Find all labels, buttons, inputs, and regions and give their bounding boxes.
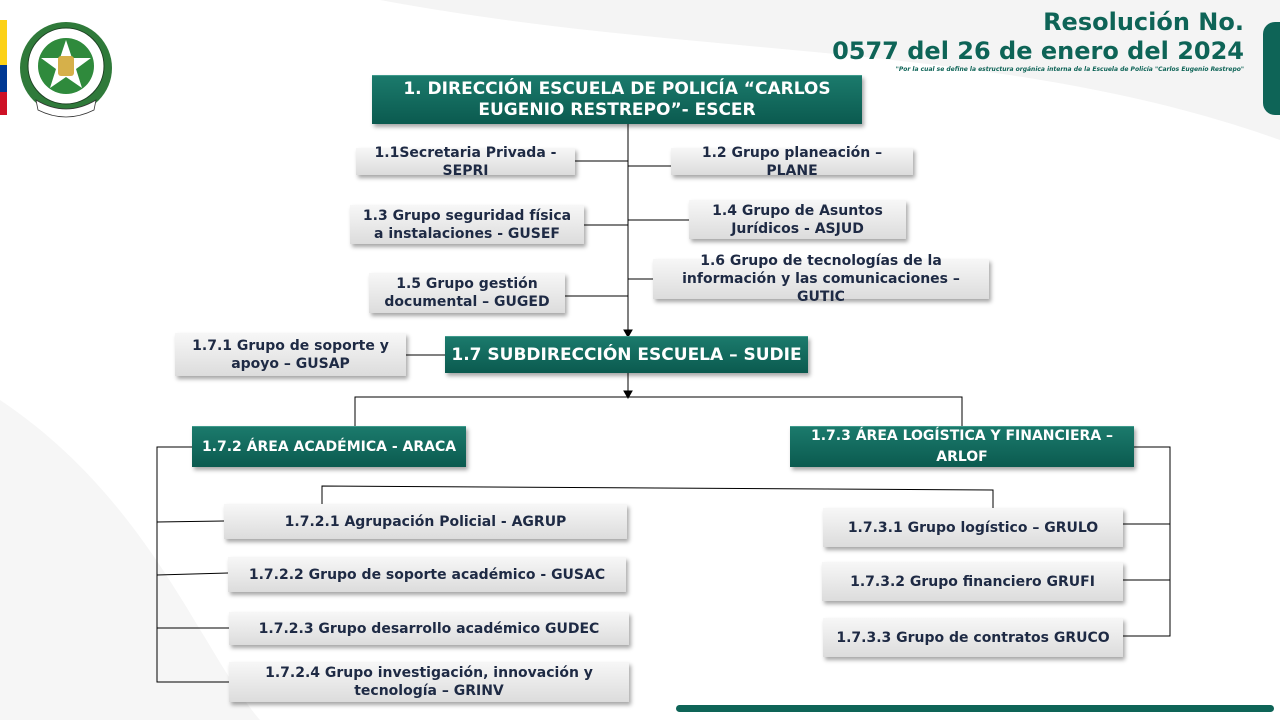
node-1-6[interactable]: 1.6 Grupo de tecnologías de la informaci… xyxy=(653,253,989,305)
node-1-7-3-2[interactable]: 1.7.3.2 Grupo financiero GRUFI xyxy=(822,562,1123,601)
node-1-1[interactable]: 1.1Secretaria Privada - SEPRI xyxy=(356,145,575,179)
node-1-7-3-3[interactable]: 1.7.3.3 Grupo de contratos GRUCO xyxy=(823,618,1123,657)
police-logo xyxy=(20,22,112,118)
bottom-bar xyxy=(676,705,1274,712)
resolution-subtitle: "Por la cual se define la estructura org… xyxy=(895,66,1244,73)
node-1-7-2-4[interactable]: 1.7.2.4 Grupo investigación, innovación … xyxy=(229,662,629,702)
resolution-title: Resolución No. xyxy=(1043,8,1244,36)
node-1-7[interactable]: 1.7 SUBDIRECCIÓN ESCUELA – SUDIE xyxy=(445,336,808,373)
node-1-7-3-1[interactable]: 1.7.3.1 Grupo logístico – GRULO xyxy=(823,508,1123,547)
node-1-7-2-1[interactable]: 1.7.2.1 Agrupación Policial - AGRUP xyxy=(224,504,627,539)
flag-red xyxy=(0,92,7,115)
node-1-3[interactable]: 1.3 Grupo seguridad física a instalacion… xyxy=(350,205,584,244)
node-1-7-2-3[interactable]: 1.7.2.3 Grupo desarrollo académico GUDEC xyxy=(229,612,629,645)
node-1-7-2-2[interactable]: 1.7.2.2 Grupo de soporte académico - GUS… xyxy=(228,557,626,592)
node-1-5[interactable]: 1.5 Grupo gestión documental – GUGED xyxy=(369,273,565,313)
flag-blue xyxy=(0,65,7,92)
node-1-7-2[interactable]: 1.7.2 ÁREA ACADÉMICA - ARACA xyxy=(192,426,466,467)
flag-yellow xyxy=(0,20,7,65)
side-tab xyxy=(1263,22,1280,115)
resolution-date: 0577 del 26 de enero del 2024 xyxy=(832,37,1244,65)
node-1-7-1[interactable]: 1.7.1 Grupo de soporte y apoyo – GUSAP xyxy=(175,333,406,376)
node-1-4[interactable]: 1.4 Grupo de Asuntos Jurídicos - ASJUD xyxy=(689,200,906,239)
node-1-2[interactable]: 1.2 Grupo planeación – PLANE xyxy=(671,145,913,179)
node-direccion[interactable]: 1. DIRECCIÓN ESCUELA DE POLICÍA “CARLOS … xyxy=(372,75,862,124)
node-1-7-3[interactable]: 1.7.3 ÁREA LOGÍSTICA Y FINANCIERA – ARLO… xyxy=(790,426,1134,467)
